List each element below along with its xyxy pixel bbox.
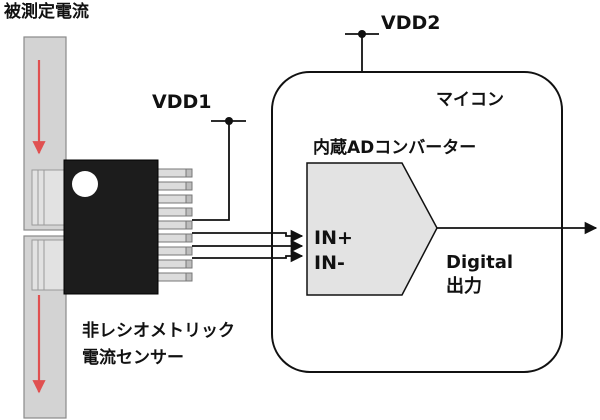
signal-wire-3 [192, 249, 304, 263]
vdd2-node [358, 30, 366, 38]
vdd1-wire [192, 121, 230, 221]
measured-current-label: 被測定電流 [4, 2, 89, 22]
in-plus-label: IN+ [314, 227, 353, 249]
vdd2-label: VDD2 [381, 12, 441, 34]
chip-pin-tips [185, 168, 193, 282]
vdd1-label: VDD1 [152, 91, 212, 113]
output-label: 出力 [446, 276, 482, 297]
adc-block [306, 162, 438, 296]
in-minus-label: IN- [314, 252, 345, 274]
chip-pins [156, 168, 192, 282]
digital-label: Digital [446, 252, 514, 273]
chip-pin1-marker [72, 171, 98, 197]
sensor-label-line1: 非レシオメトリック [82, 321, 235, 341]
busbar-ridges [31, 169, 65, 291]
signal-wire-1 [192, 229, 304, 243]
mcu-label: マイコン [436, 90, 504, 110]
sensor-label-line2: 電流センサー [82, 348, 184, 368]
adc-label: 内蔵ADコンバーター [313, 138, 477, 158]
